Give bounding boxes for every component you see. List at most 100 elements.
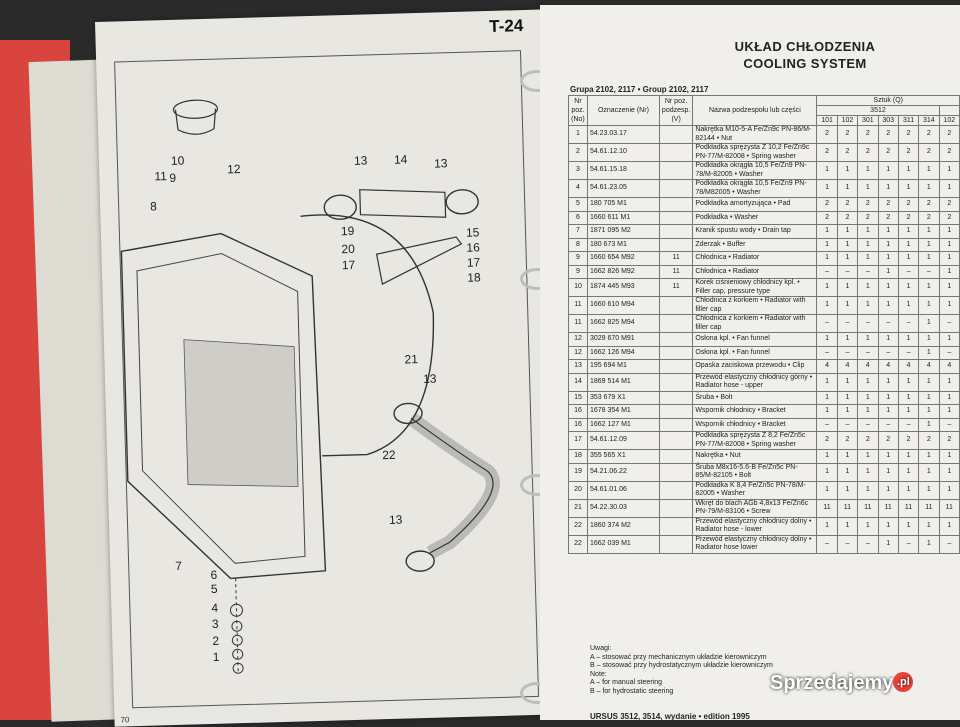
cell-no: 18 <box>568 449 588 464</box>
cell-code: 1662 825 M94 <box>586 314 660 333</box>
cell-qty: 1 <box>836 278 859 297</box>
cell-qty: 1 <box>816 404 838 419</box>
cell-qty: 1 <box>918 296 940 315</box>
cell-qty: 2 <box>918 210 940 225</box>
cell-qty: – <box>836 314 859 333</box>
cell-qty: 1 <box>857 224 879 239</box>
cell-sub <box>658 332 694 347</box>
cell-qty: 2 <box>877 125 899 144</box>
cell-qty: 11 <box>897 498 920 518</box>
cell-qty: 1 <box>918 314 940 333</box>
cell-name: Podkładka K 8,4 Fe/Zn5c PN-78/M-82005 • … <box>692 480 818 500</box>
cell-name: Chłodnica z korkiem • Radiator with fill… <box>692 296 818 315</box>
cell-code: 3029 670 M91 <box>586 332 660 347</box>
cell-qty: – <box>816 417 838 432</box>
cell-sub <box>658 404 694 419</box>
cell-qty: 1 <box>816 372 838 392</box>
cell-qty: 2 <box>836 431 859 450</box>
callout-17a: 17 <box>342 258 356 272</box>
callout-22: 22 <box>382 448 396 462</box>
cell-qty: 1 <box>857 480 879 500</box>
cell-name: Wspornik chłodnicy • Bracket <box>692 417 818 432</box>
cell-qty: – <box>836 417 859 432</box>
cell-qty: 1 <box>918 345 940 360</box>
cell-qty: 1 <box>938 224 960 239</box>
cell-qty: 1 <box>857 332 879 347</box>
cell-qty: 1 <box>938 251 960 266</box>
cell-qty: 2 <box>877 210 899 225</box>
callout-19: 19 <box>341 224 355 238</box>
cell-qty: 2 <box>918 125 940 144</box>
callout-3: 3 <box>212 617 219 631</box>
cell-no: 8 <box>568 237 588 252</box>
cell-qty: – <box>938 417 960 432</box>
cell-qty: 2 <box>816 143 838 162</box>
cell-no: 21 <box>568 498 588 518</box>
cell-no: 22 <box>568 534 588 554</box>
cell-name: Wkręt do blach AGb 4,8x13 Fe/Zn6c PN-79/… <box>692 498 818 518</box>
cell-name: Osłona kpl. • Fan funnel <box>692 345 818 360</box>
callout-18: 18 <box>467 270 481 284</box>
cell-qty: 2 <box>857 210 879 225</box>
cell-qty: 1 <box>897 251 920 266</box>
cell-qty: 4 <box>836 359 859 374</box>
note-line: B – for hydrostatic steering <box>590 687 674 695</box>
cell-name: Osłona kpl. • Fan funnel <box>692 332 818 347</box>
callout-13d: 13 <box>389 513 403 527</box>
cell-no: 11 <box>568 296 588 315</box>
cell-name: Podkładka sprężysta Z 10,2 Fe/Zn9c PN-77… <box>692 143 818 162</box>
cell-qty: 4 <box>877 359 899 374</box>
cell-qty: 2 <box>836 197 859 212</box>
cell-code: 180 705 M1 <box>586 197 660 212</box>
cell-qty: 1 <box>857 296 879 315</box>
note-line: Note: <box>590 670 607 678</box>
cell-qty: – <box>857 417 879 432</box>
cell-qty: 4 <box>918 359 940 374</box>
cell-code: 1660 610 M94 <box>586 296 660 315</box>
cell-sub <box>658 534 694 554</box>
cell-qty: 1 <box>918 404 940 419</box>
cell-qty: 1 <box>857 251 879 266</box>
cell-qty: 1 <box>816 278 838 297</box>
callout-14: 14 <box>394 152 408 166</box>
cell-sub: 11 <box>658 264 694 279</box>
cell-name: Nakrętka M10-5-A Fe/Zn9c PN-86/M-82144 •… <box>692 125 818 144</box>
cell-qty: 2 <box>877 431 899 450</box>
cell-qty: – <box>816 534 838 554</box>
cell-sub: 11 <box>658 251 694 266</box>
cell-no: 12 <box>568 345 588 360</box>
cell-code: 54.61.15.18 <box>586 161 660 180</box>
cell-qty: 1 <box>918 480 940 500</box>
callout-4: 4 <box>211 601 218 615</box>
cell-qty: – <box>836 264 859 279</box>
cell-name: Przewód elastyczny chłodnicy dolny • Rad… <box>692 516 818 536</box>
cell-qty: 1 <box>938 372 960 392</box>
cell-sub <box>658 224 694 239</box>
cell-sub <box>658 314 694 333</box>
cell-qty: 2 <box>938 210 960 225</box>
cell-no: 4 <box>568 179 588 198</box>
cell-qty: 1 <box>897 296 920 315</box>
header-variant: 311 <box>897 115 920 126</box>
cell-no: 19 <box>568 462 588 482</box>
cell-sub <box>658 210 694 225</box>
cell-qty: 2 <box>938 197 960 212</box>
cell-name: Podkładka okrągła 10,5 Fe/Zn9 PN-78/M-82… <box>692 161 818 180</box>
cell-sub <box>658 179 694 198</box>
cell-name: Wspornik chłodnicy • Bracket <box>692 404 818 419</box>
cell-qty: 11 <box>836 498 859 518</box>
cell-qty: – <box>836 534 859 554</box>
cell-qty: – <box>836 345 859 360</box>
cell-qty: 1 <box>938 296 960 315</box>
cell-qty: 2 <box>897 143 920 162</box>
notes: Uwagi:A – stosować przy mechanicznym ukł… <box>590 645 773 696</box>
cell-no: 3 <box>568 161 588 180</box>
